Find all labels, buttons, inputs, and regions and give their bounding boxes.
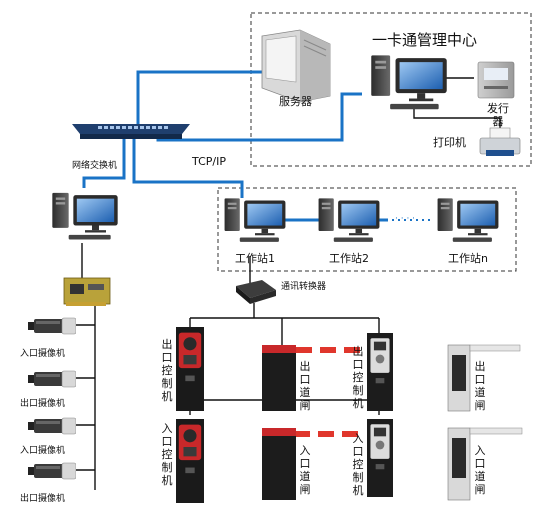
server-label: 服务器 <box>279 95 312 108</box>
exit-gate-1-label: 出口道闸 <box>299 360 311 412</box>
management-pc <box>371 55 447 110</box>
protocol-label: TCP/IP <box>192 155 226 168</box>
entry-gate-grey-device <box>447 427 523 501</box>
exit-controller-2-device <box>367 333 393 411</box>
switch-side-pc <box>52 192 118 240</box>
entry-controller-1-device <box>176 419 204 503</box>
entry-gate-2-label: 入口道闸 <box>474 444 486 496</box>
entry-controller-1-label: 入口控制机 <box>161 422 173 487</box>
issuer-label: 发行器 <box>487 102 509 128</box>
comm-converter-label: 通讯转换器 <box>281 282 327 292</box>
entry-gate-1-label: 入口道闸 <box>299 444 311 496</box>
entry-gate-red-device <box>262 428 358 500</box>
exit-controller-1-device <box>176 327 204 411</box>
workstation-2-label: 工作站2 <box>329 252 369 265</box>
network-links <box>82 70 388 222</box>
capture-card-device <box>63 277 111 306</box>
workstation-n-pc <box>437 198 499 242</box>
issuer-device <box>477 61 515 99</box>
camera-4-label: 出口摄像机 <box>20 494 66 504</box>
workstation-ellipsis: · · · · <box>395 214 416 224</box>
printer-device <box>479 127 521 156</box>
workstation-1-pc <box>224 198 286 242</box>
management-center-region <box>250 12 532 167</box>
camera-1-label: 入口摄像机 <box>20 349 66 359</box>
management-center-title: 一卡通管理中心 <box>372 31 478 49</box>
exit-controller-2-label: 出口控制机 <box>352 345 364 410</box>
camera-3-device <box>28 417 76 435</box>
exit-gate-red-device <box>262 345 360 411</box>
network-switch-device <box>72 124 190 139</box>
server-device <box>261 29 331 103</box>
workstation-2-pc <box>318 198 380 242</box>
entry-controller-2-device <box>367 419 393 497</box>
workstation-region <box>217 187 517 272</box>
camera-4-device <box>28 462 76 480</box>
network-switch-label: 网络交换机 <box>72 161 118 171</box>
exit-gate-grey-device <box>447 344 521 412</box>
camera-3-label: 入口摄像机 <box>20 446 66 456</box>
camera-2-device <box>28 370 76 388</box>
exit-controller-1-label: 出口控制机 <box>161 338 173 403</box>
exit-gate-2-label: 出口道闸 <box>474 360 486 412</box>
entry-controller-2-label: 入口控制机 <box>352 432 364 497</box>
printer-label: 打印机 <box>433 136 466 149</box>
comm-converter-device <box>236 280 276 304</box>
camera-1-device <box>28 317 76 335</box>
workstation-1-label: 工作站1 <box>235 252 275 265</box>
camera-2-label: 出口摄像机 <box>20 399 66 409</box>
workstation-n-label: 工作站n <box>448 252 488 265</box>
